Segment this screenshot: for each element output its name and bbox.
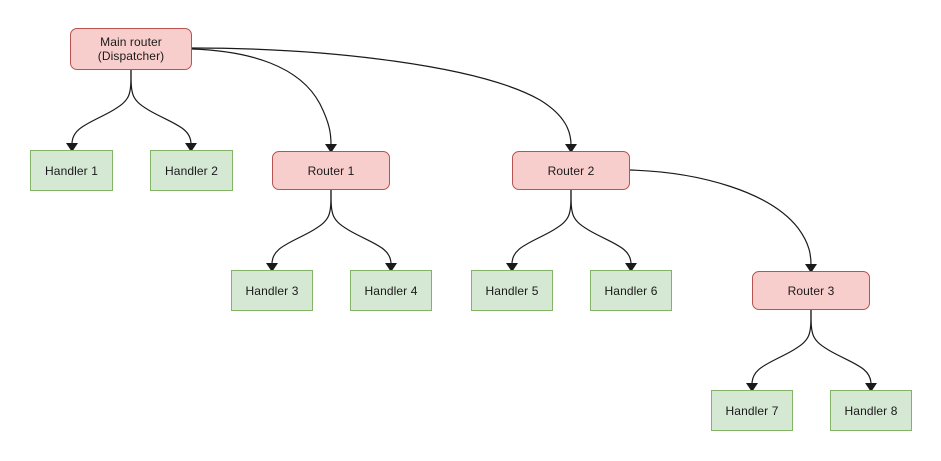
node-router-2[interactable]: Router 2: [512, 151, 630, 190]
edge-main-to-handler-1: [71, 69, 132, 145]
node-handler-7[interactable]: Handler 7: [711, 390, 793, 431]
node-label-handler-8: Handler 8: [844, 403, 898, 418]
edge-router-1-to-handler-3: [271, 189, 332, 265]
node-handler-5[interactable]: Handler 5: [471, 270, 553, 311]
node-handler-4[interactable]: Handler 4: [350, 270, 432, 311]
edge-router-3-to-handler-7: [751, 309, 812, 385]
edge-router-3-to-handler-8: [810, 309, 872, 385]
node-router-3[interactable]: Router 3: [752, 271, 870, 310]
edge-main-to-handler-2: [130, 69, 192, 145]
node-label-handler-6: Handler 6: [604, 283, 658, 298]
node-label-router-3: Router 3: [787, 283, 835, 298]
node-handler-1[interactable]: Handler 1: [30, 150, 113, 191]
node-label-handler-4: Handler 4: [364, 283, 418, 298]
node-label-handler-2: Handler 2: [165, 163, 218, 178]
node-label-handler-1: Handler 1: [45, 163, 98, 178]
node-handler-6[interactable]: Handler 6: [590, 270, 672, 311]
node-label-router-1: Router 1: [307, 163, 355, 178]
connector-edges: [71, 47, 872, 385]
edge-main-to-router-1: [191, 48, 332, 146]
node-handler-2[interactable]: Handler 2: [150, 150, 233, 191]
node-handler-8[interactable]: Handler 8: [830, 390, 912, 431]
node-label-handler-5: Handler 5: [485, 283, 539, 298]
edge-router-2-to-handler-6: [570, 189, 632, 265]
edge-main-to-router-2: [191, 47, 572, 146]
node-label-handler-3: Handler 3: [245, 283, 299, 298]
edge-router-1-to-handler-4: [330, 189, 392, 265]
edge-router-2-to-router-3: [629, 169, 812, 266]
node-label-handler-7: Handler 7: [725, 403, 779, 418]
node-handler-3[interactable]: Handler 3: [231, 270, 313, 311]
node-label-router-2: Router 2: [547, 163, 595, 178]
edge-router-2-to-handler-5: [511, 189, 572, 265]
node-main-router[interactable]: Main router (Dispatcher): [70, 28, 192, 70]
node-label-main-router: Main router (Dispatcher): [97, 35, 165, 63]
node-router-1[interactable]: Router 1: [272, 151, 390, 190]
